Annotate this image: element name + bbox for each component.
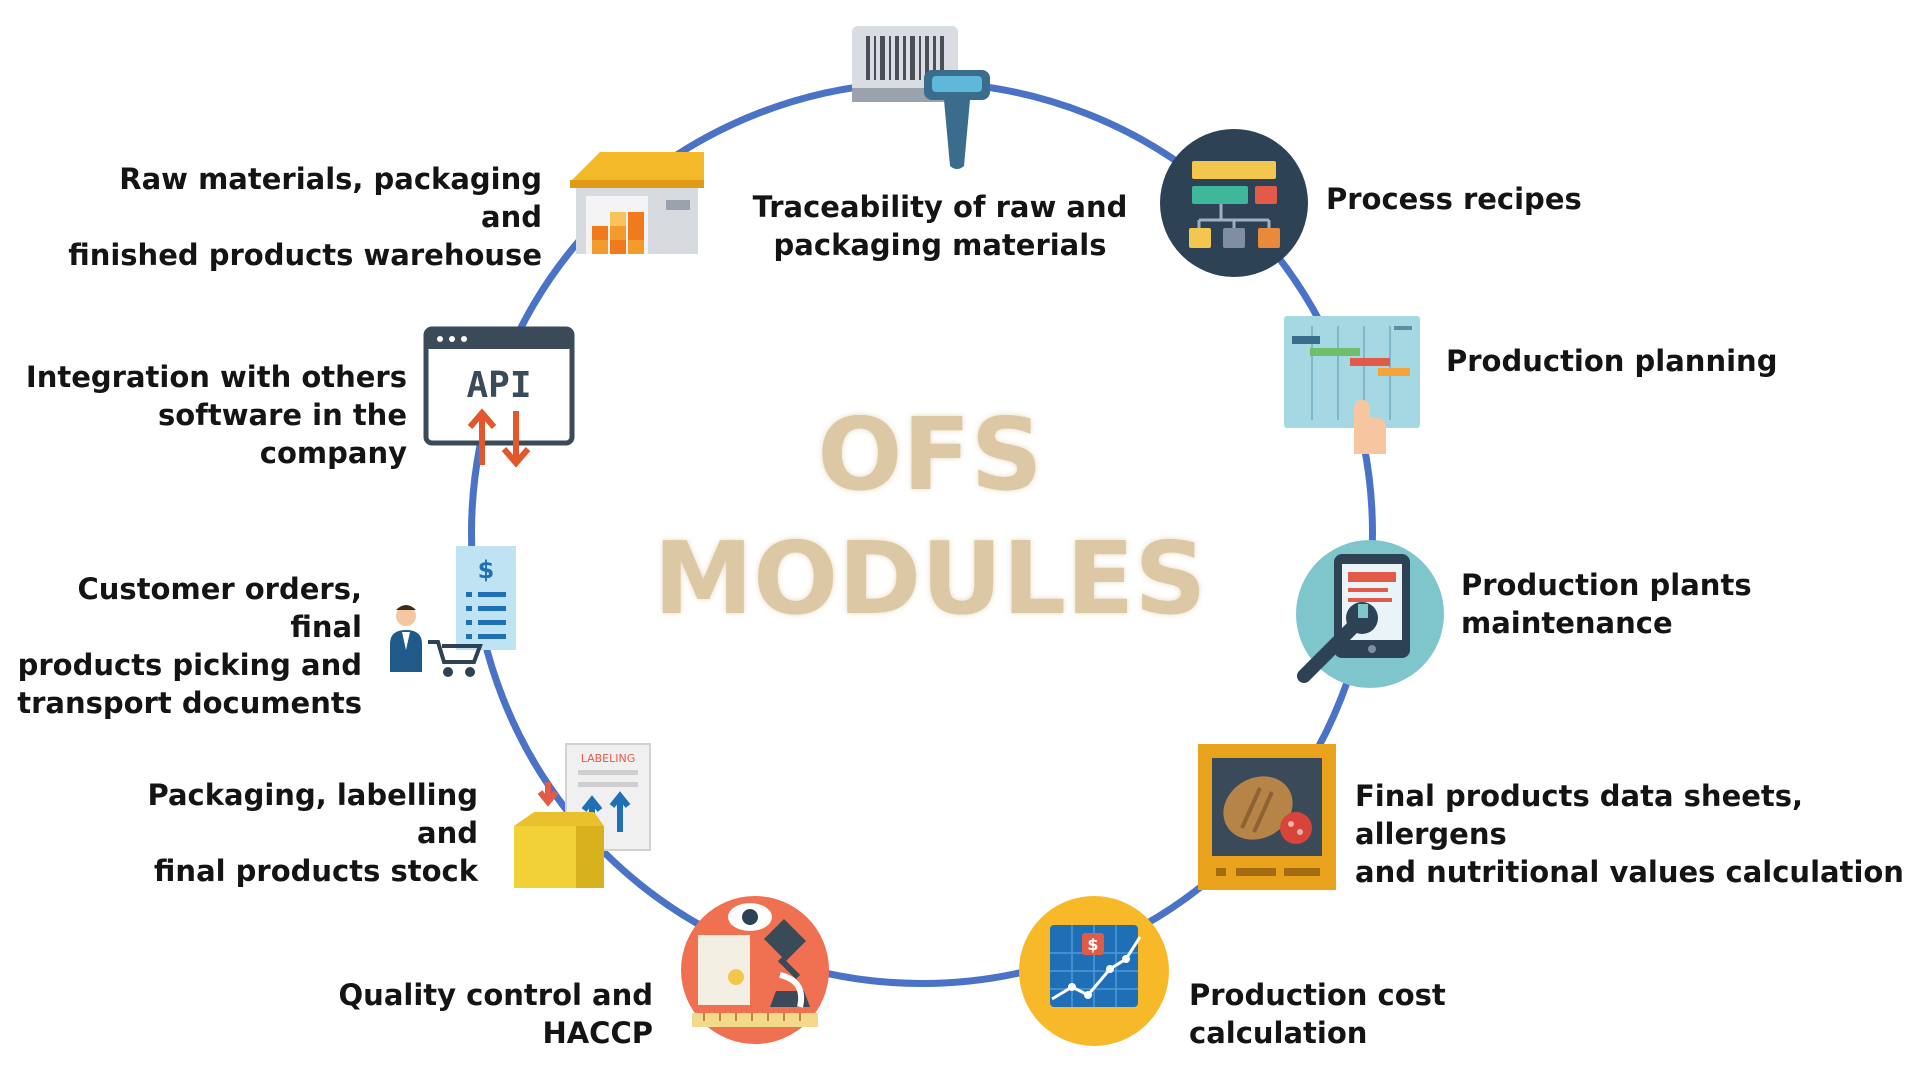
label-production-cost: Production cost calculation	[1189, 978, 1446, 1050]
title-line-1: OFS	[817, 396, 1043, 513]
microscope-quality-icon	[680, 895, 830, 1045]
barcode-scanner-icon	[848, 22, 1004, 172]
label-customer-orders: Customer orders, final products picking …	[17, 572, 362, 720]
label-packaging: Packaging, labelling and final products …	[147, 778, 478, 888]
tablet-wrench-icon	[1294, 538, 1446, 688]
cost-chart-icon: $	[1018, 895, 1170, 1047]
gantt-planning-icon	[1282, 314, 1422, 454]
customer-order-icon: $	[386, 544, 532, 684]
title-line-2: MODULES	[653, 520, 1207, 637]
svg-text:$: $	[1087, 935, 1098, 954]
svg-text:$: $	[478, 556, 495, 584]
label-plants-maintenance: Production plants maintenance	[1461, 568, 1752, 640]
label-integration: Integration with others software in the …	[25, 360, 407, 470]
api-window-icon: API	[422, 325, 576, 469]
food-data-sheet-icon	[1196, 742, 1338, 892]
labeling-box-icon: LABELING	[508, 742, 654, 892]
label-quality-control: Quality control and HACCP	[338, 978, 653, 1050]
api-text: API	[466, 365, 531, 406]
label-data-sheets: Final products data sheets, allergens an…	[1355, 779, 1904, 889]
labeling-text: LABELING	[581, 752, 636, 765]
label-production-planning: Production planning	[1446, 344, 1778, 378]
label-traceability: Traceability of raw and packaging materi…	[752, 190, 1128, 262]
label-process-recipes: Process recipes	[1326, 182, 1582, 216]
center-title: OFS MODULES	[560, 405, 1300, 629]
recipe-flowchart-icon	[1159, 128, 1309, 278]
warehouse-icon	[566, 148, 708, 258]
label-warehouse: Raw materials, packaging and finished pr…	[68, 162, 542, 272]
